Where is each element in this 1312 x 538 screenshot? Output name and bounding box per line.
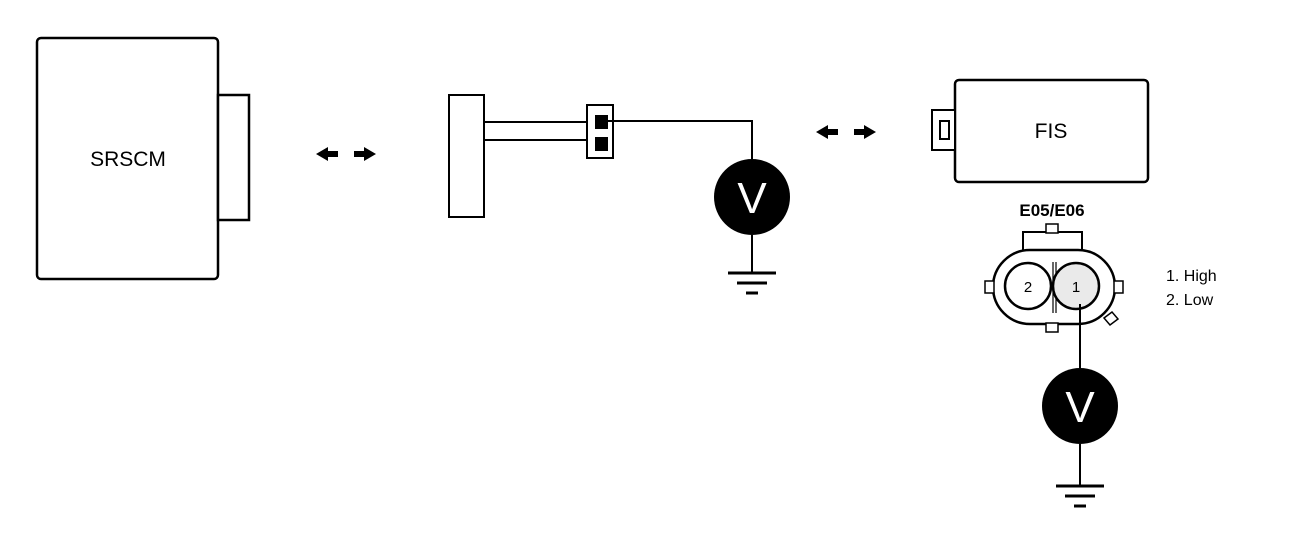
double-arrow-icon xyxy=(316,147,376,161)
harness-connector xyxy=(448,94,614,218)
pin-legend: 1. High 2. Low xyxy=(1166,268,1217,309)
pin-1-label: 1 xyxy=(1072,279,1080,296)
voltmeter-2-symbol: V xyxy=(1065,383,1095,432)
double-arrow-icon-2 xyxy=(816,125,876,139)
voltmeter-1-symbol: V xyxy=(737,174,767,223)
connector-e05-e06: 2 1 xyxy=(984,223,1124,333)
fis-module: FIS xyxy=(931,78,1150,184)
fis-label: FIS xyxy=(1035,120,1068,143)
voltmeter-probe-2: V xyxy=(1042,304,1118,508)
connector-pin-1 xyxy=(1051,261,1101,311)
pin-2-label: 2 xyxy=(1024,279,1032,296)
srscm-module: SRSCM xyxy=(35,36,251,281)
ground-1-icon xyxy=(726,271,778,295)
legend-line-1: 1. High xyxy=(1166,268,1217,285)
connector-pin-2 xyxy=(1003,261,1053,311)
voltmeter-2 xyxy=(1042,368,1118,444)
legend-line-2: 2. Low xyxy=(1166,292,1214,309)
srscm-label: SRSCM xyxy=(90,148,166,171)
ground-2-icon xyxy=(1054,484,1106,508)
voltmeter-1 xyxy=(714,159,790,235)
connector-label: E05/E06 xyxy=(1019,201,1084,220)
voltmeter-probe-1: V xyxy=(608,120,790,295)
